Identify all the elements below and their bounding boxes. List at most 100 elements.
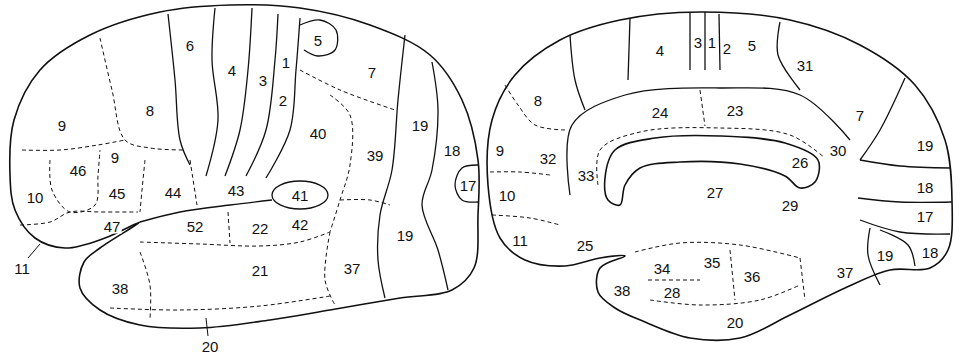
area-number: 36 — [743, 269, 762, 284]
area-number: 41 — [291, 188, 310, 203]
area-number: 4 — [227, 63, 237, 78]
area-number: 19 — [396, 228, 415, 243]
sulcus-line — [704, 12, 705, 70]
area-number: 46 — [69, 163, 88, 178]
sulcus-line — [860, 160, 951, 168]
area-number: 5 — [313, 33, 323, 48]
area-number: 35 — [703, 255, 722, 270]
area-border — [140, 252, 151, 318]
leader-line — [28, 244, 40, 258]
area-number: 19 — [916, 138, 935, 153]
sulcus-line — [206, 8, 218, 176]
area-number: 23 — [726, 103, 745, 118]
area-number: 34 — [653, 261, 672, 276]
area-number: 43 — [227, 183, 246, 198]
sulcus-line — [300, 20, 338, 56]
area-number: 7 — [367, 65, 377, 80]
area-number: 11 — [511, 233, 529, 248]
area-number: 5 — [747, 38, 757, 53]
area-border — [597, 128, 825, 185]
area-number: 10 — [498, 188, 517, 203]
sulcus-line — [628, 18, 630, 80]
area-number: 47 — [103, 219, 122, 234]
area-number: 3 — [693, 35, 703, 50]
area-border — [340, 200, 390, 205]
area-number: 25 — [576, 238, 595, 253]
sulcus-line — [567, 88, 850, 195]
area-border — [650, 285, 800, 305]
area-number: 52 — [186, 219, 205, 234]
area-number: 38 — [613, 283, 632, 298]
area-number: 42 — [291, 217, 310, 232]
area-number: 45 — [108, 186, 127, 201]
area-number: 11 — [13, 261, 31, 276]
area-number: 2 — [722, 41, 732, 56]
area-number: 18 — [921, 245, 940, 260]
area-number: 17 — [916, 209, 935, 224]
area-number: 10 — [26, 190, 45, 205]
sulcus-line — [860, 78, 905, 160]
area-number: 24 — [651, 105, 670, 120]
area-number: 37 — [836, 265, 855, 280]
area-border — [140, 232, 330, 246]
area-border — [190, 160, 197, 205]
area-border — [50, 150, 100, 213]
area-number: 17 — [459, 178, 478, 193]
sulcus-line — [225, 8, 252, 176]
area-number: 1 — [281, 55, 291, 70]
area-number: 19 — [411, 118, 430, 133]
leader-line — [206, 318, 208, 336]
area-border — [700, 90, 705, 126]
area-number: 30 — [829, 143, 848, 158]
sulcus-line — [266, 18, 300, 178]
area-number: 39 — [366, 148, 385, 163]
area-number: 9 — [495, 143, 505, 158]
area-number: 29 — [781, 198, 800, 213]
sulcus-line — [719, 14, 720, 70]
sulcus-line — [858, 198, 952, 202]
area-number: 6 — [185, 38, 195, 53]
area-number: 7 — [855, 108, 865, 123]
area-border — [140, 160, 145, 212]
sulcus-line — [860, 220, 950, 234]
area-border — [648, 280, 700, 281]
area-border — [492, 215, 560, 225]
brain-outline — [487, 12, 952, 340]
area-number: 19 — [876, 248, 895, 263]
sulcus-line — [455, 165, 478, 202]
area-number: 9 — [57, 118, 67, 133]
area-number: 4 — [655, 43, 665, 58]
sulcus-line — [140, 200, 272, 222]
sulcus-line — [689, 12, 690, 70]
area-number: 32 — [539, 151, 558, 166]
area-border — [800, 258, 805, 300]
area-number: 22 — [251, 221, 270, 236]
area-number: 28 — [663, 285, 682, 300]
area-number: 33 — [577, 168, 596, 183]
brain-outline — [605, 135, 820, 205]
sulcus-line — [777, 22, 800, 90]
area-number: 37 — [343, 261, 362, 276]
area-number: 27 — [706, 185, 725, 200]
area-border — [325, 232, 335, 305]
sulcus-line — [422, 62, 448, 290]
area-number: 26 — [791, 155, 810, 170]
fissure-loop — [272, 181, 328, 209]
area-number: 2 — [278, 93, 288, 108]
area-border — [330, 95, 353, 232]
area-number: 3 — [258, 73, 268, 88]
area-border — [110, 296, 330, 310]
area-number: 20 — [726, 315, 745, 330]
area-border — [300, 70, 395, 110]
sulcus-line — [570, 35, 585, 110]
area-border — [490, 172, 550, 175]
area-number: 21 — [251, 263, 270, 278]
area-border — [100, 38, 185, 150]
area-number: 40 — [309, 126, 328, 141]
area-number: 18 — [443, 143, 462, 158]
sulcus-line — [378, 35, 405, 298]
brain-outline — [10, 5, 480, 329]
area-number: 20 — [201, 339, 220, 354]
